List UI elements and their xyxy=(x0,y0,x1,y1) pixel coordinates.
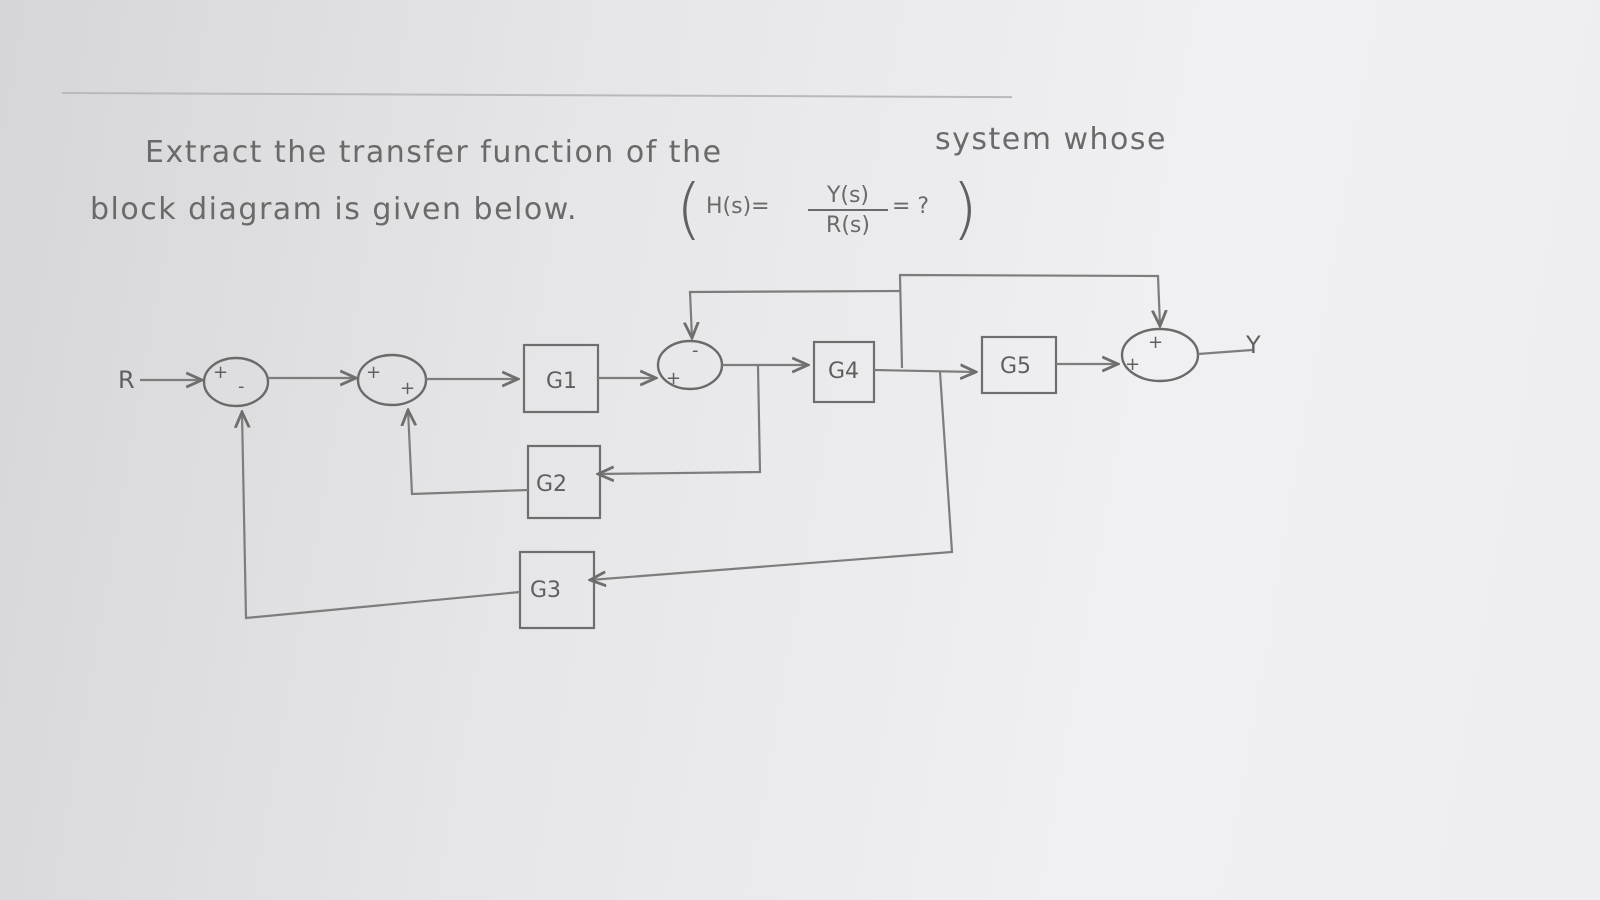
feedforward-to-s4 xyxy=(898,273,1160,369)
feedback-g2-to-s2 xyxy=(408,410,529,496)
output-label-y: Y xyxy=(1245,331,1261,359)
question-line-2: block diagram is given below. xyxy=(90,192,579,227)
feedback-to-g2 xyxy=(598,365,762,474)
block-g3-label: G3 xyxy=(530,578,561,603)
summing-junction-1 xyxy=(202,356,270,408)
formula-numerator: Y(s) xyxy=(808,183,888,211)
block-g3 xyxy=(518,550,596,630)
summing-junction-4 xyxy=(1120,327,1200,383)
wire-s4-to-output xyxy=(1197,348,1253,356)
wire-g4-to-g5 xyxy=(873,370,976,372)
feedback-to-s3 xyxy=(690,289,901,338)
left-paren: ( xyxy=(676,170,702,247)
s2-bottom-sign: + xyxy=(400,378,415,399)
block-g4 xyxy=(812,340,876,404)
s3-top-sign: - xyxy=(692,340,699,361)
feedback-g3-to-s1 xyxy=(242,412,521,620)
right-paren: ) xyxy=(952,170,978,247)
block-g2-label: G2 xyxy=(536,472,567,497)
s2-left-sign: + xyxy=(366,362,381,383)
question-line-1: Extract the transfer function of the xyxy=(145,135,723,170)
block-g2 xyxy=(526,444,602,520)
block-g5-label: G5 xyxy=(1000,354,1031,379)
s3-left-sign: + xyxy=(666,368,681,389)
feedback-to-g3 xyxy=(590,371,954,580)
s1-top-sign: + xyxy=(213,362,228,383)
formula-lhs: H(s)= xyxy=(706,194,770,219)
formula-denominator: R(s) xyxy=(826,213,870,238)
input-label-r: R xyxy=(118,366,135,394)
s1-bottom-sign: - xyxy=(238,376,245,397)
s4-top-sign: + xyxy=(1148,332,1163,353)
block-g1-label: G1 xyxy=(546,369,577,394)
block-g4-label: G4 xyxy=(828,359,859,384)
formula-fraction: Y(s) R(s) xyxy=(808,183,888,238)
question-line-1-end: system whose xyxy=(935,122,1167,157)
s4-left-sign: + xyxy=(1125,354,1140,375)
formula-rhs: = ? xyxy=(892,194,930,219)
